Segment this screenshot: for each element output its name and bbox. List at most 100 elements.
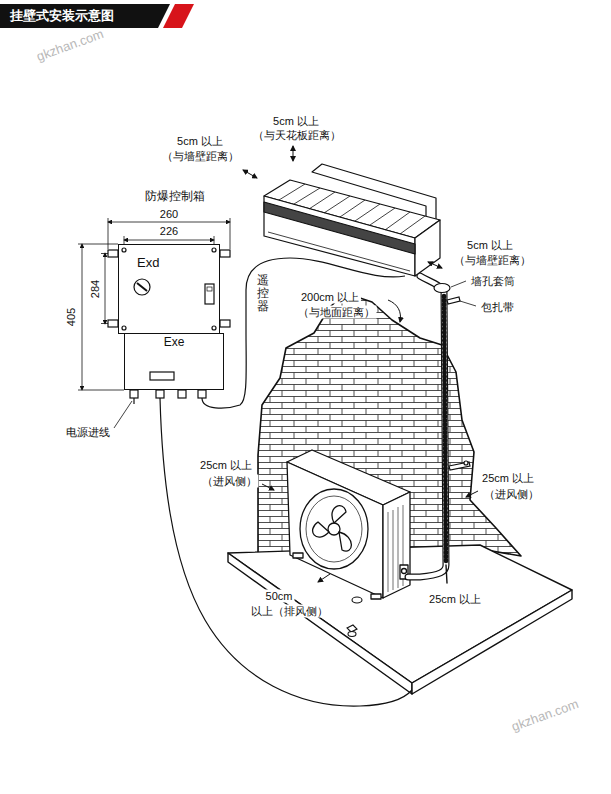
header-bar — [0, 4, 194, 28]
control-box: 防爆控制箱ExdExe — [118, 244, 232, 390]
indoor-unit — [268, 232, 410, 271]
refrigerant-pipe — [446, 565, 447, 583]
watermark: gkzhan.com — [508, 696, 582, 734]
outdoor-unit — [371, 594, 381, 599]
clearance-arrows — [428, 262, 442, 268]
clearance-note: 以上（排风侧） — [249, 605, 330, 618]
control-box-hardware — [198, 390, 206, 398]
outdoor-unit — [383, 492, 410, 598]
clearance-note: 25cm 以上 — [480, 472, 536, 485]
outdoor-unit — [300, 489, 368, 569]
page-title: 挂壁式安装示意图 — [10, 4, 114, 28]
outdoor-unit — [287, 450, 410, 599]
clearance-arrows — [388, 300, 401, 322]
clearance-arrows — [262, 484, 274, 490]
control-box-hardware — [156, 390, 164, 398]
pipe-fittings — [447, 297, 460, 304]
pipe-fittings — [434, 284, 470, 471]
indoor-unit — [415, 220, 440, 276]
clearance-note: 5cm 以上 — [175, 135, 225, 148]
dimension-lines — [124, 240, 214, 241]
floor-slab — [412, 590, 572, 694]
compartment-label: Exe — [125, 335, 223, 349]
clearance-note: 25cm 以上 — [198, 459, 254, 472]
compartment-label: Exd — [137, 255, 159, 270]
box-heading: 防爆控制箱 — [118, 188, 232, 205]
cables — [134, 258, 412, 706]
indoor-unit — [264, 202, 415, 254]
control-box-hardware — [178, 390, 186, 398]
part-name: 包扎带 — [479, 301, 516, 314]
clearance-note: （进风侧） — [200, 475, 259, 488]
part-name: 电源进线 — [64, 426, 112, 439]
indoor-unit — [264, 196, 415, 276]
refrigerant-pipe — [444, 296, 446, 562]
watermark: gkzhan.com — [33, 26, 107, 64]
control-box-hardware — [207, 287, 212, 291]
control-box-hardware — [205, 284, 214, 304]
part-name: 遥控器 — [257, 274, 269, 314]
leader-lines — [460, 301, 476, 306]
cables — [160, 398, 412, 706]
drain-fittings — [348, 632, 356, 637]
clearance-arrows — [318, 574, 330, 582]
dimension: 284 — [89, 278, 102, 300]
pipe-fittings — [434, 284, 450, 293]
outdoor-unit — [328, 523, 340, 535]
refrigerant-pipe — [408, 276, 446, 577]
control-box-hardware — [122, 326, 126, 330]
clearance-note: 50cm — [264, 590, 295, 603]
clearance-arrows — [466, 491, 478, 497]
dimension: 260 — [158, 208, 180, 221]
control-box-hardware — [108, 250, 118, 257]
indoor-unit — [264, 164, 440, 276]
header-bar — [0, 4, 170, 28]
control-box-hardware — [108, 248, 230, 398]
outdoor-unit — [313, 506, 352, 551]
clearance-arrows — [293, 146, 294, 161]
clearance-note: （与天花板距离） — [251, 129, 343, 142]
dimension-lines — [108, 222, 230, 223]
refrigerant-pipe — [408, 276, 446, 577]
cables — [202, 258, 405, 408]
exd-compartment: Exd — [118, 244, 220, 334]
control-box-hardware — [134, 279, 150, 295]
part-name: 墙孔套筒 — [469, 275, 517, 288]
clearance-arrows — [243, 170, 257, 178]
exe-compartment: Exe — [124, 333, 224, 390]
leader-lines — [114, 401, 132, 428]
leader-lines — [451, 281, 466, 287]
clearance-note: 200cm 以上 — [299, 291, 361, 304]
clearance-note: 5cm 以上 — [271, 115, 321, 128]
clearance-note: （与墙壁距离） — [452, 254, 533, 267]
control-box-hardware — [122, 248, 126, 252]
control-box-hardware — [130, 390, 138, 398]
control-box-hardware — [220, 320, 230, 327]
dimension-lines — [101, 254, 108, 324]
dimension-lines — [78, 218, 230, 390]
control-box-hardware — [220, 250, 230, 257]
pipe-fittings — [449, 462, 470, 470]
dimension: 405 — [65, 306, 78, 328]
dimension-lines — [105, 253, 106, 324]
outdoor-unit — [287, 462, 383, 598]
clearance-note: （进风侧） — [482, 488, 541, 501]
control-box-hardware — [137, 283, 147, 291]
clearance-note: 5cm 以上 — [465, 239, 515, 252]
drain-fittings — [352, 597, 362, 603]
floor-slab — [228, 545, 572, 694]
outdoor-unit — [402, 569, 407, 574]
floor-slab — [228, 545, 572, 683]
outdoor-unit — [306, 496, 362, 562]
clearance-arrows — [243, 146, 478, 582]
refrigerant-pipe — [408, 276, 447, 583]
control-box-hardware — [108, 320, 118, 327]
outdoor-unit — [293, 553, 303, 558]
dimension-lines — [82, 244, 83, 390]
clearance-note: （与地面距离） — [296, 306, 377, 319]
control-box-hardware — [212, 248, 216, 252]
pipe-fittings — [464, 461, 468, 465]
header-bar — [163, 4, 194, 28]
